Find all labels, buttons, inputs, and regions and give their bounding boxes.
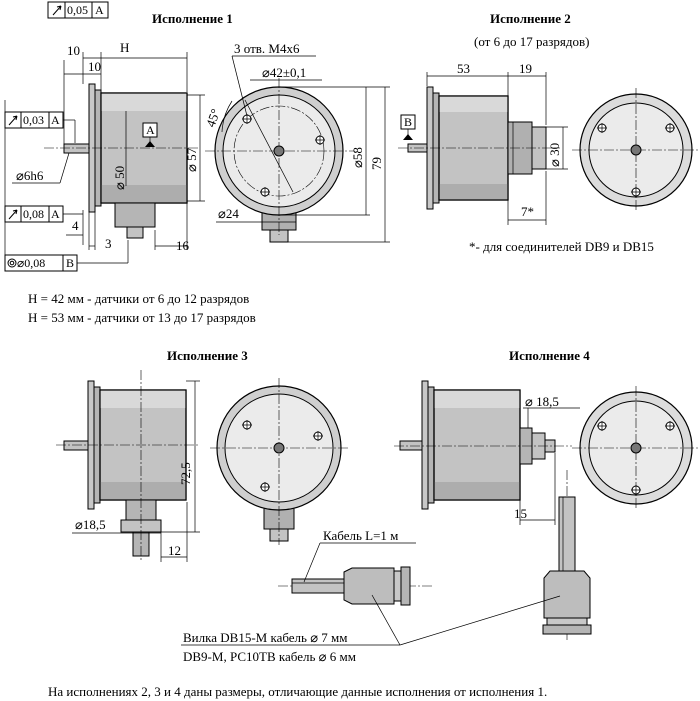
v3-front-view xyxy=(210,378,350,545)
h53-note: H = 53 мм - датчики от 13 до 17 разрядов xyxy=(28,310,256,325)
runout-arrow-icon xyxy=(8,115,18,126)
dim-16: 16 xyxy=(176,238,190,253)
v1-front-dimensions: 3 отв. М4х6 ⌀42±0,1 45° ⌀58 79 ⌀24 xyxy=(203,41,390,243)
mount-hole-icon xyxy=(260,187,270,197)
title-version-2: Исполнение 2 xyxy=(490,11,571,26)
runout-arrow-icon xyxy=(52,5,62,16)
v4-side-view xyxy=(394,380,572,510)
connectors-note: *- для соединителей DB9 и DB15 xyxy=(469,239,654,254)
v3-side-dimensions: 72,5 ⌀18,5 12 xyxy=(72,380,200,562)
mount-hole-icon xyxy=(242,420,252,430)
dim-79: 79 xyxy=(369,157,384,170)
dim-4: 4 xyxy=(72,218,79,233)
subtitle-version-2: (от 6 до 17 разрядов) xyxy=(474,34,589,49)
mount-hole-icon xyxy=(631,187,641,197)
dim-15: 15 xyxy=(514,506,527,521)
shaft-runout-value: 0,03 xyxy=(23,113,44,127)
v2-front-view xyxy=(572,88,700,212)
datum-b-label: В xyxy=(404,115,412,129)
dim-H: H xyxy=(120,40,129,55)
shaft-runout-datum: А xyxy=(51,113,60,127)
dim-10-inner: 10 xyxy=(88,59,101,74)
cable-length-text: Кабель L=1 м xyxy=(323,528,398,543)
face-runout-datum: А xyxy=(51,207,60,221)
coaxiality-value: ⌀0,08 xyxy=(17,256,45,270)
dim-d18-5-v3: ⌀18,5 xyxy=(75,517,106,532)
dim-d18-5-v4: ⌀ 18,5 xyxy=(525,394,559,409)
dim-holes: 3 отв. М4х6 xyxy=(234,41,300,56)
title-version-1: Исполнение 1 xyxy=(152,11,233,26)
top-runout-value: 0,05 xyxy=(67,3,88,17)
top-runout-datum: А xyxy=(95,3,104,17)
mount-hole-icon xyxy=(597,421,607,431)
dim-3: 3 xyxy=(105,236,112,251)
horizontal-cable-plug xyxy=(278,566,432,606)
dim-d57: ⌀ 57 xyxy=(184,147,199,172)
dim-d42: ⌀42±0,1 xyxy=(262,65,306,80)
coaxiality-datum: В xyxy=(66,256,74,270)
mount-hole-icon xyxy=(665,123,675,133)
dim-45deg: 45° xyxy=(203,107,223,129)
cable-length-label: Кабель L=1 м xyxy=(303,528,416,583)
dim-72-5: 72,5 xyxy=(178,462,193,485)
mount-hole-icon xyxy=(315,135,325,145)
dim-d30: ⌀ 30 xyxy=(547,143,562,167)
runout-arrow-icon xyxy=(8,209,18,220)
dim-12: 12 xyxy=(168,543,181,558)
dim-d50: ⌀ 50 xyxy=(112,166,127,190)
mount-hole-icon xyxy=(665,421,675,431)
dim-d6h6: ⌀6h6 xyxy=(16,168,44,183)
mount-hole-icon xyxy=(260,482,270,492)
dim-10-outer: 10 xyxy=(67,43,80,58)
dim-d24: ⌀24 xyxy=(218,206,239,221)
mount-hole-icon xyxy=(313,431,323,441)
plug-label: Вилка DB15-М кабель ⌀ 7 мм DB9-М, РС10ТВ… xyxy=(181,594,561,664)
mount-hole-icon xyxy=(631,485,641,495)
vertical-cable-plug xyxy=(542,470,592,640)
footer-note: На исполнениях 2, 3 и 4 даны размеры, от… xyxy=(48,684,547,699)
v1-front-view xyxy=(205,78,355,243)
v4-front-view xyxy=(572,386,700,510)
coaxiality-frame: ⌀0,08 В xyxy=(4,240,129,272)
dim-19: 19 xyxy=(519,61,532,76)
face-runout-frame: 0,08 А xyxy=(4,205,83,223)
title-version-4: Исполнение 4 xyxy=(509,348,590,363)
dim-7-star: 7* xyxy=(521,204,534,219)
v2-side-dimensions: В 53 19 ⌀ 30 7* xyxy=(400,61,568,225)
top-runout-frame: 0,05 А xyxy=(47,1,109,19)
dim-d58: ⌀58 xyxy=(350,147,365,168)
mount-hole-icon xyxy=(597,123,607,133)
h42-note: H = 42 мм - датчики от 6 до 12 разрядов xyxy=(28,291,249,306)
v1-side-dimensions: 10 10 H ⌀ 50 ⌀ 57 А ⌀6h6 4 3 16 xyxy=(12,40,205,253)
plug-line-2: DB9-М, РС10ТВ кабель ⌀ 6 мм xyxy=(183,649,356,664)
v3-side-view xyxy=(56,370,198,562)
datum-a-label: А xyxy=(146,123,155,137)
title-version-3: Исполнение 3 xyxy=(167,348,248,363)
shaft-runout-frame: 0,03 А xyxy=(4,100,76,265)
v2-side-view xyxy=(398,86,560,210)
dim-53: 53 xyxy=(457,61,470,76)
coaxiality-icon xyxy=(7,258,17,268)
v4-side-dimensions: ⌀ 18,5 15 xyxy=(514,394,580,525)
v1-side-view xyxy=(44,83,200,239)
face-runout-value: 0,08 xyxy=(23,207,44,221)
plug-line-1: Вилка DB15-М кабель ⌀ 7 мм xyxy=(183,630,348,645)
